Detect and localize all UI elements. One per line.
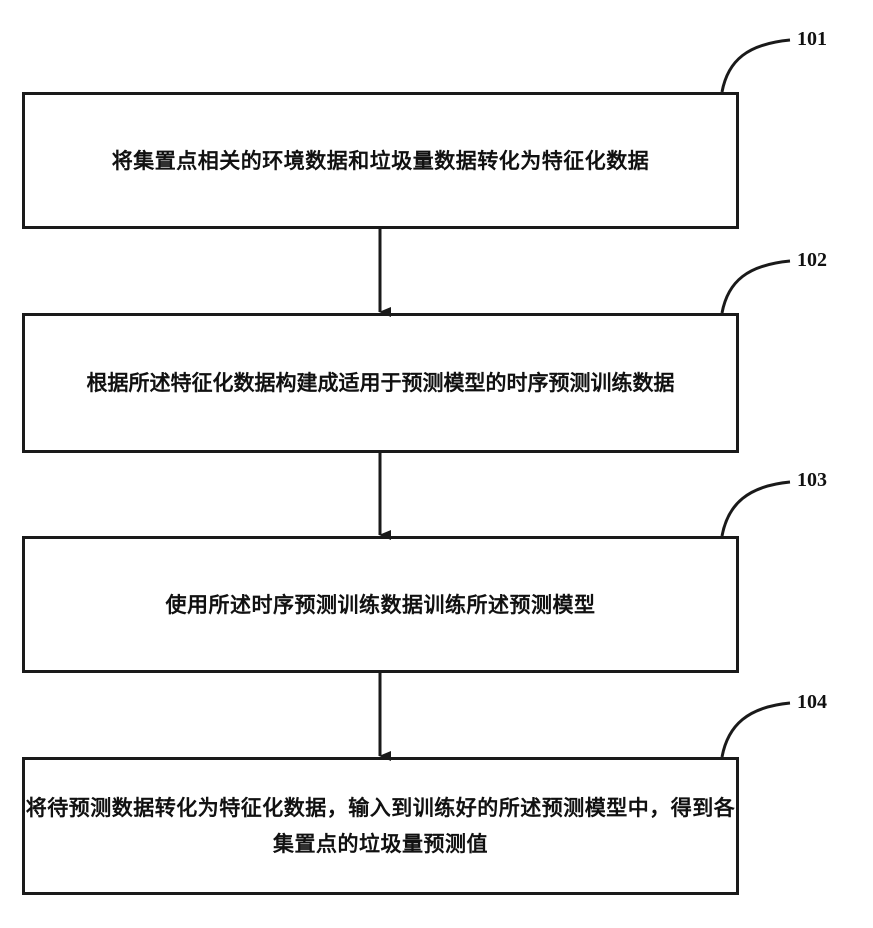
leader-line-103 — [722, 482, 790, 536]
step-number-102: 102 — [797, 249, 827, 272]
step-text-104: 将待预测数据转化为特征化数据，输入到训练好的所述预测模型中，得到各集置点的垃圾量… — [25, 790, 736, 862]
step-box-102: 根据所述特征化数据构建成适用于预测模型的时序预测训练数据 — [22, 313, 739, 453]
step-number-104: 104 — [797, 691, 827, 714]
step-text-102: 根据所述特征化数据构建成适用于预测模型的时序预测训练数据 — [87, 365, 675, 401]
step-box-101: 将集置点相关的环境数据和垃圾量数据转化为特征化数据 — [22, 92, 739, 229]
step-number-103: 103 — [797, 469, 827, 492]
step-text-101: 将集置点相关的环境数据和垃圾量数据转化为特征化数据 — [112, 143, 650, 179]
leader-line-101 — [722, 40, 790, 92]
step-box-104: 将待预测数据转化为特征化数据，输入到训练好的所述预测模型中，得到各集置点的垃圾量… — [22, 757, 739, 895]
leader-line-102 — [722, 261, 790, 313]
step-number-101: 101 — [797, 28, 827, 51]
step-box-103: 使用所述时序预测训练数据训练所述预测模型 — [22, 536, 739, 673]
step-text-103: 使用所述时序预测训练数据训练所述预测模型 — [166, 587, 596, 623]
leader-line-104 — [722, 703, 790, 757]
